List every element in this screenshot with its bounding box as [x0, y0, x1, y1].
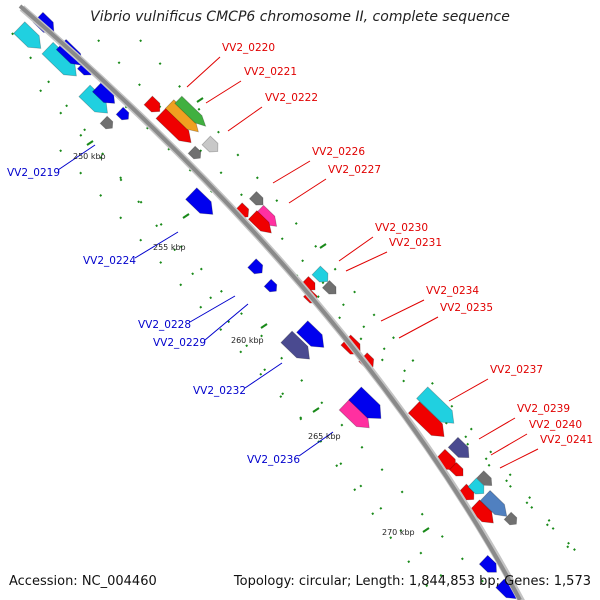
gene-label-forward: VV2_0226: [312, 146, 365, 158]
leader-line: [204, 303, 249, 341]
gene-arrow: [479, 489, 508, 517]
gene-label-forward: VV2_0235: [440, 302, 493, 314]
tick-line: [139, 39, 571, 546]
gene-arrow: [248, 190, 264, 206]
major-tick: [86, 140, 94, 146]
leader-line: [380, 299, 425, 322]
gene-arrow: [503, 511, 518, 526]
gene-label-forward: VV2_0222: [265, 92, 318, 104]
gene-arrow: [13, 21, 42, 49]
gene-arrow: [448, 461, 464, 477]
leader-line: [490, 433, 528, 456]
leader-line: [244, 362, 283, 389]
tick-line: [39, 89, 496, 596]
scale-label: 270 kbp: [382, 528, 415, 537]
leader-line: [448, 378, 489, 402]
gene-arrow: [407, 401, 445, 438]
leader-line: [205, 80, 242, 104]
gene-label-reverse: VV2_0228: [138, 319, 191, 331]
gene-arrow: [187, 145, 202, 160]
gene-arrow: [174, 95, 207, 127]
leader-line: [57, 144, 96, 171]
gene-label-forward: VV2_0221: [244, 66, 297, 78]
gene-arrow: [416, 386, 455, 424]
leader-line: [478, 417, 516, 440]
gene-label-forward: VV2_0231: [389, 237, 442, 249]
gene-arrow: [280, 330, 310, 360]
gene-arrow: [201, 135, 219, 153]
gene-label-reverse: VV2_0232: [193, 385, 246, 397]
gene-arrow: [247, 258, 264, 275]
major-tick: [422, 527, 430, 533]
leader-line: [189, 295, 236, 323]
gene-label-forward: VV2_0241: [540, 434, 593, 446]
label-leader-lines: [57, 56, 539, 469]
tick-line: [59, 149, 446, 581]
major-tick: [196, 97, 204, 103]
gene-label-forward: VV2_0220: [222, 42, 275, 54]
leader-line: [499, 448, 539, 469]
leader-line: [272, 160, 311, 184]
gene-arrow: [321, 279, 337, 295]
leader-line: [398, 316, 439, 339]
leader-line: [298, 431, 334, 457]
gene-arrow: [143, 95, 161, 113]
gene-label-forward: VV2_0234: [426, 285, 479, 297]
major-tick: [260, 323, 268, 329]
major-tick: [312, 407, 320, 413]
gene-labels: VV2_0220VV2_0221VV2_0222VV2_0226VV2_0227…: [7, 42, 593, 466]
scale-label: 255 kbp: [153, 243, 186, 252]
gene-arrow: [447, 436, 470, 459]
gene-arrow: [115, 106, 130, 121]
gene-label-forward: VV2_0230: [375, 222, 428, 234]
leader-line: [338, 236, 374, 262]
backbone: [18, 4, 525, 600]
backbone-arc: [18, 4, 522, 600]
tick-marks: [11, 21, 586, 596]
gene-label-forward: VV2_0240: [529, 419, 582, 431]
gene-arrow: [296, 320, 325, 348]
scale-label: 265 kbp: [308, 432, 341, 441]
leader-line: [345, 251, 388, 272]
map-title: Vibrio vulnificus CMCP6 chromosome II, c…: [90, 9, 510, 25]
gene-label-forward: VV2_0239: [517, 403, 570, 415]
gene-label-reverse: VV2_0219: [7, 167, 60, 179]
leader-line: [227, 106, 263, 132]
gene-arrow: [263, 278, 278, 293]
gene-arrow: [185, 187, 214, 215]
gene-label-reverse: VV2_0229: [153, 337, 206, 349]
gene-arrow: [467, 477, 485, 495]
scale-label: 250 kbp: [73, 152, 106, 161]
accession-text: Accession: NC_004460: [9, 574, 157, 589]
leader-line: [134, 231, 179, 259]
leader-line: [186, 56, 221, 88]
major-tick: [319, 243, 327, 249]
tick-line: [11, 32, 431, 591]
gene-arrow: [311, 265, 329, 283]
scale-labels: 250 kbp 255 kbp 260 kbp 265 kbp 270 kbp: [73, 152, 415, 537]
gene-label-reverse: VV2_0236: [247, 454, 300, 466]
gene-arrow: [476, 470, 493, 486]
gene-label-reverse: VV2_0224: [83, 255, 136, 267]
gene-arrow: [247, 210, 272, 234]
gene-label-forward: VV2_0237: [490, 364, 543, 376]
genome-summary-text: Topology: circular; Length: 1,844,853 bp…: [233, 574, 591, 589]
gene-arrow: [348, 386, 382, 419]
major-tick: [182, 213, 190, 219]
gene-arrow: [99, 115, 114, 130]
scale-label: 260 kbp: [231, 336, 264, 345]
gene-arrow: [478, 554, 497, 573]
leader-line: [288, 178, 327, 204]
gene-label-forward: VV2_0227: [328, 164, 381, 176]
